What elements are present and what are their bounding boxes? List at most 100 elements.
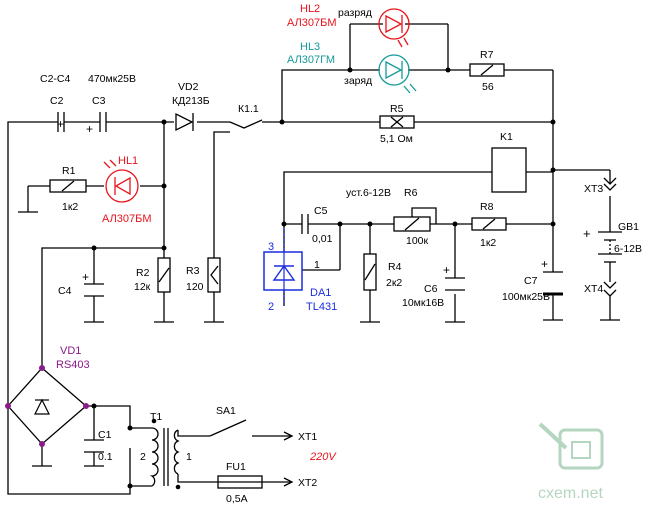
label-hl1-type: АЛ307БМ [102, 213, 152, 225]
label-k1: K1 [500, 131, 513, 143]
svg-text:+: + [57, 117, 64, 131]
label-r2-val: 12к [134, 281, 151, 293]
label-t1-primary: 2 [140, 451, 146, 463]
label-c5-val: 0,01 [312, 233, 333, 245]
label-xt3: XT3 [584, 183, 603, 195]
label-c4: C4 [58, 285, 72, 297]
svg-text:+: + [443, 263, 450, 277]
label-r8-val: 1к2 [480, 237, 496, 249]
svg-text:+: + [86, 122, 93, 136]
label-r5-val: 5,1 Ом [380, 133, 413, 145]
capacitor-c5 [301, 214, 309, 234]
led-hl3 [378, 54, 417, 94]
label-c5: C5 [314, 205, 328, 217]
junctions [91, 67, 556, 490]
terminal-xt4 [603, 281, 617, 297]
label-ust: уст.6-12В [346, 187, 391, 199]
label-hl3-type: АЛ307ГМ [287, 54, 335, 66]
transformer-t1 [149, 427, 180, 487]
svg-text:+: + [82, 270, 89, 284]
resistor-r5 [379, 115, 415, 129]
label-vd2: VD2 [178, 81, 199, 93]
label-c7-val: 100мк25В [502, 291, 550, 303]
label-caps-note: C2-C4 [40, 73, 71, 85]
label-c6-val: 10мк16В [402, 297, 444, 309]
capacitor-c7: + [541, 257, 563, 296]
diode-vd2 [175, 112, 194, 132]
bridge-vd1 [5, 365, 89, 447]
resistor-r3 [207, 257, 221, 293]
resistor-r7 [469, 63, 505, 77]
fuse-fu1 [217, 475, 263, 489]
label-hl2-type: АЛ307БМ [287, 17, 337, 29]
resistor-r1 [49, 179, 87, 193]
capacitor-c1 [84, 439, 104, 453]
label-da1: DA1 [310, 287, 331, 299]
battery-gb1: + [583, 226, 622, 263]
label-r1-val: 1к2 [62, 201, 78, 213]
label-t1: T1 [150, 411, 162, 423]
capacitor-c2: + [57, 112, 65, 132]
label-vd1: VD1 [60, 345, 81, 357]
label-c2: C2 [50, 95, 64, 107]
label-gb1: GB1 [618, 221, 639, 233]
label-caps-rating: 470мк25В [88, 73, 136, 85]
led-hl2 [378, 8, 410, 48]
watermark-logo [538, 422, 604, 470]
label-voltage: 220V [309, 451, 337, 463]
label-c3: C3 [92, 95, 106, 107]
label-r2: R2 [136, 267, 150, 279]
label-xt2: XT2 [298, 477, 317, 489]
label-fu1: FU1 [226, 461, 246, 473]
label-hl2: HL2 [300, 3, 320, 15]
label-da1-type: TL431 [306, 301, 337, 313]
relay-k1-coil [491, 147, 527, 193]
label-gb1-val: 6-12В [614, 243, 642, 255]
terminal-arrows [283, 431, 294, 487]
label-xt4: XT4 [584, 283, 603, 295]
led-hl1 [103, 159, 139, 203]
svg-text:+: + [583, 226, 591, 241]
label-hl1: HL1 [118, 155, 138, 167]
label-r8: R8 [480, 201, 494, 213]
label-charge: заряд [344, 75, 372, 87]
label-r4: R4 [388, 261, 402, 273]
label-r1: R1 [62, 165, 76, 177]
label-sa1: SA1 [216, 405, 236, 417]
capacitor-c3 [99, 112, 107, 132]
label-pin2: 2 [268, 301, 274, 313]
label-r5: R5 [390, 103, 404, 115]
label-c7: C7 [524, 275, 538, 287]
label-vd1-type: RS403 [56, 359, 90, 371]
watermark-text: cxem.net [538, 485, 603, 502]
label-k11: К1.1 [238, 103, 259, 115]
capacitor-c6: + [443, 263, 465, 291]
label-vd2-type: КД213Б [172, 95, 210, 107]
resistor-r2 [157, 257, 171, 293]
resistor-r4 [363, 253, 377, 291]
label-r3: R3 [186, 265, 200, 277]
label-pin1: 1 [314, 259, 320, 271]
label-discharge: разряд [338, 7, 372, 19]
labels: C2-C4 470мк25В C2 C3 VD2 КД213Б К1.1 HL2… [40, 3, 642, 505]
label-r6: R6 [404, 187, 418, 199]
label-r3-val: 120 [186, 281, 204, 293]
regulator-da1 [263, 228, 303, 306]
label-hl3: HL3 [300, 41, 320, 53]
label-c6: C6 [424, 283, 438, 295]
label-fu1-val: 0,5A [226, 493, 248, 505]
label-t1-secondary: 1 [186, 451, 192, 463]
resistor-r8 [471, 217, 507, 231]
capacitor-c4: + [82, 270, 104, 297]
label-c1-val: 0.1 [98, 451, 113, 463]
label-r7: R7 [480, 49, 494, 61]
svg-text:+: + [541, 257, 548, 271]
potentiometer-r6 [393, 216, 431, 232]
label-r6-val: 100к [406, 235, 429, 247]
label-r7-val: 56 [482, 81, 494, 93]
wires [7, 23, 620, 495]
label-c1: C1 [98, 429, 112, 441]
terminal-xt3 [603, 177, 617, 191]
